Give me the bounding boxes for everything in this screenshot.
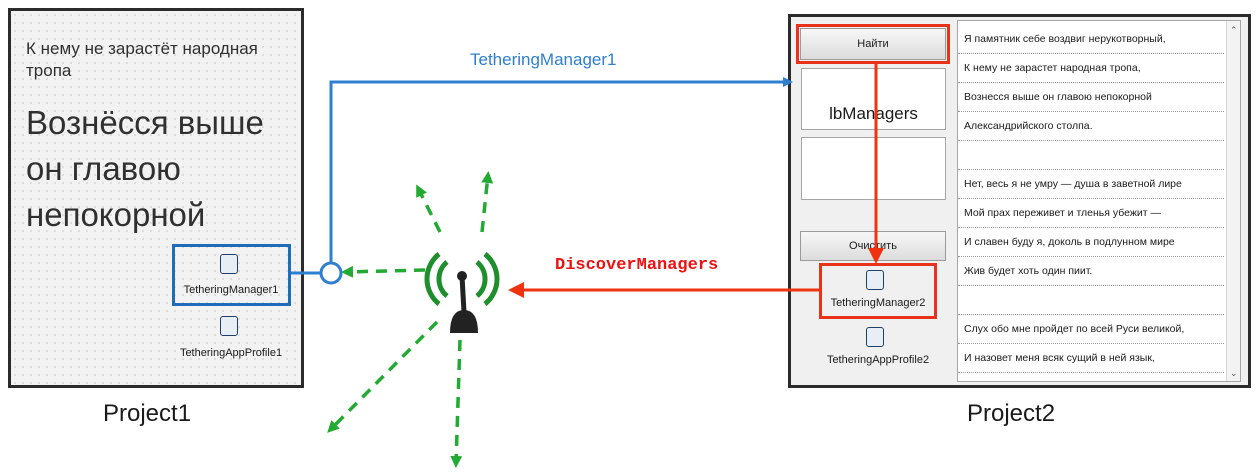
antenna-icon (424, 252, 500, 333)
memo-line: Я памятник себе воздвиг нерукотворный, (958, 25, 1224, 54)
tethering-manager1-arrow-label: TetheringManager1 (470, 50, 617, 69)
memo-line (958, 286, 1224, 315)
project1-label-large: Вознёсся выше он главою непокорной (26, 104, 264, 233)
memo-line: К нему не зарастет народная тропа, (958, 54, 1224, 83)
broadcast-arrows (327, 171, 494, 468)
memo-line: Слух обо мне пройдет по всей Руси велико… (958, 315, 1224, 344)
memo-line: И назовет меня всяк сущий в ней язык, (958, 344, 1224, 373)
tethering-manager1-label: TetheringManager1 (183, 284, 279, 296)
discover-managers-arrow-label: DiscoverManagers (555, 256, 719, 275)
memo-line: Жив будет хоть один пиит. (958, 257, 1224, 286)
memo-line: Мой прах переживет и тленья убежит — (958, 199, 1224, 228)
tethering-manager2-label: TetheringManager2 (830, 297, 926, 309)
tethering-manager2-icon[interactable] (866, 270, 884, 290)
project1-caption: Project1 (103, 400, 192, 427)
project1-label-small: К нему не зарастёт народная тропа (26, 39, 258, 80)
second-listbox[interactable] (801, 137, 946, 200)
project2-caption: Project2 (967, 400, 1056, 427)
scroll-up-icon[interactable]: ⌃ (1230, 25, 1238, 35)
tethering-manager1-connector (291, 77, 793, 285)
tethering-app-profile2-label: TetheringAppProfile2 (826, 354, 930, 366)
memo-scrollbar[interactable]: ⌃ ⌄ (1226, 21, 1240, 381)
memo-line: И славен буду я, доколь в подлунном мире (958, 228, 1224, 257)
memo-line: Вознесся выше он главою непокорной (958, 83, 1224, 112)
memo-line (958, 141, 1224, 170)
poem-memo[interactable]: Я памятник себе воздвиг нерукотворный, К… (957, 20, 1241, 382)
find-button-highlight (796, 24, 950, 64)
tethering-manager1-highlight (172, 244, 291, 306)
tethering-app-profile1-icon[interactable] (220, 316, 238, 336)
tethering-app-profile2-icon[interactable] (866, 327, 884, 347)
memo-line: Александрийского столпа. (958, 112, 1224, 141)
tethering-app-profile1-label: TetheringAppProfile1 (179, 347, 283, 359)
lbmanagers-listbox[interactable] (801, 68, 946, 130)
project1-form (8, 8, 304, 388)
scroll-down-icon[interactable]: ⌄ (1230, 368, 1238, 378)
tethering-manager1-icon[interactable] (220, 254, 238, 274)
memo-line: Нет, весь я не умру — душа в заветной ли… (958, 170, 1224, 199)
lbmanagers-label: lbManagers (829, 104, 918, 123)
find-button[interactable]: Найти (800, 28, 946, 60)
tethering-manager2-highlight (819, 263, 937, 319)
